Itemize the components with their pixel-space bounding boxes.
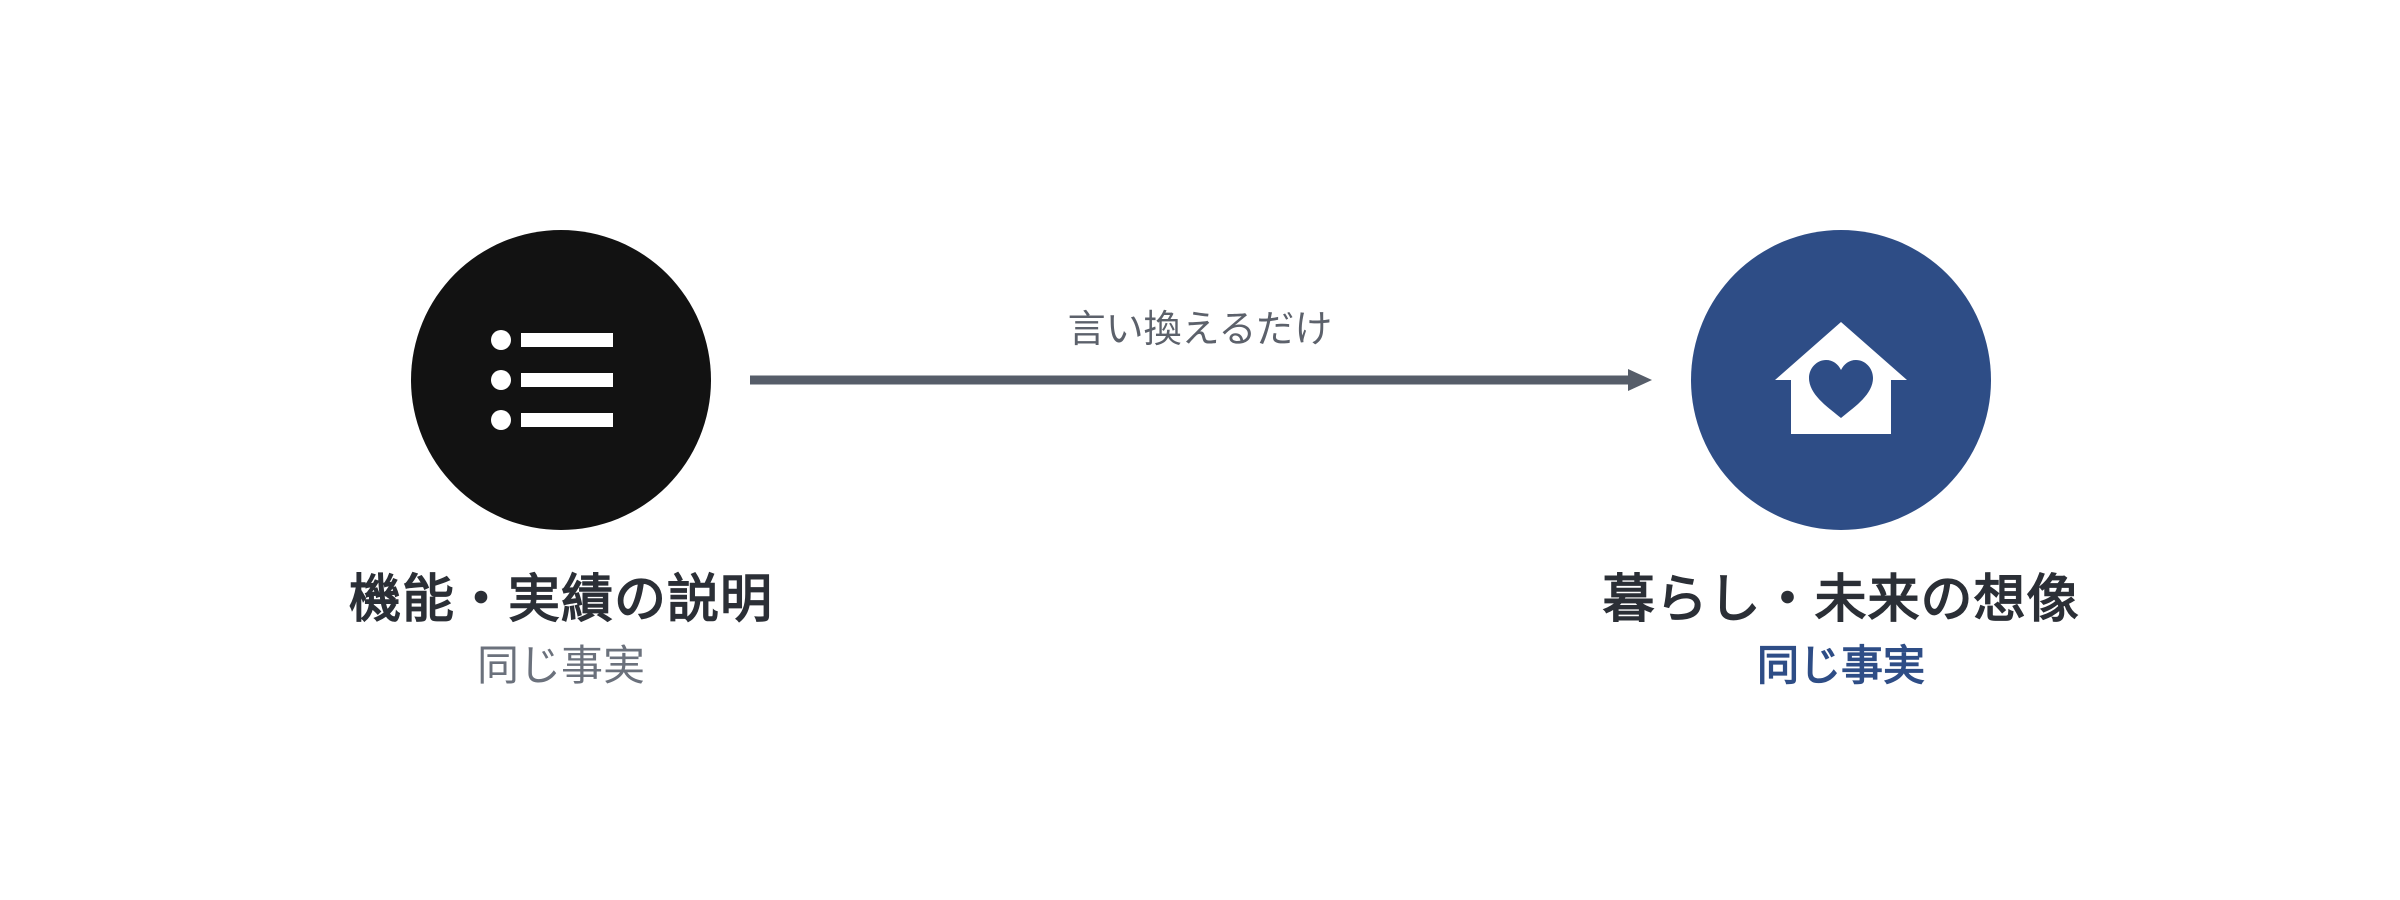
right-subtitle: 同じ事実 <box>1756 641 1925 690</box>
arrow-connector <box>750 369 1652 391</box>
right-title: 暮らし・未来の想像 <box>1602 570 2080 630</box>
right-circle <box>1691 230 1991 530</box>
arrow-label: 言い換えるだけ <box>1067 307 1333 351</box>
left-circle <box>411 230 711 530</box>
house-heart-icon <box>1775 322 1907 434</box>
left-subtitle: 同じ事実 <box>476 641 645 690</box>
left-title: 機能・実績の説明 <box>348 570 773 630</box>
list-icon <box>491 330 613 430</box>
